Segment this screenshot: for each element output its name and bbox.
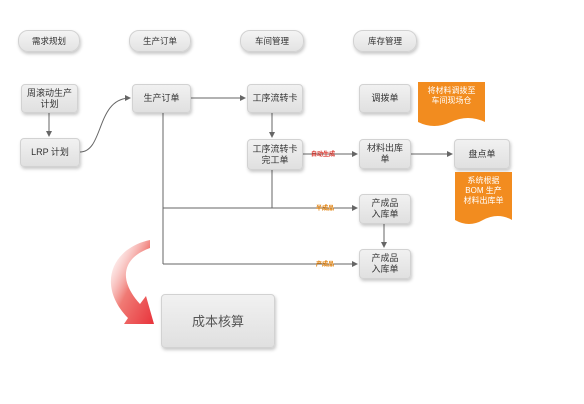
header-production-order: 生产订单 — [129, 30, 191, 52]
node-semi-product-in: 产成品 入库单 — [359, 194, 411, 224]
node-production-order: 生产订单 — [132, 84, 191, 113]
swoosh-arrow — [110, 240, 154, 324]
node-work-card-done: 工序流转卡 完工单 — [247, 139, 303, 170]
node-product-in: 产成品 入库单 — [359, 249, 411, 279]
header-inventory-management: 库存管理 — [353, 30, 417, 52]
node-costing: 成本核算 — [161, 294, 275, 348]
label-semi-product: 半成品 — [316, 206, 335, 212]
arrow-lrp-to-order — [79, 95, 131, 153]
header-workshop-management: 车间管理 — [240, 30, 304, 52]
node-work-card: 工序流转卡 — [247, 84, 303, 113]
node-material-out: 材料出库单 — [359, 139, 411, 169]
node-inventory-count: 盘点单 — [454, 139, 510, 169]
note-transfer: 将材料调拨至 车间现场仓 — [418, 82, 485, 128]
node-transfer-order: 调拨单 — [359, 84, 411, 113]
label-finished-product: 产成品 — [316, 262, 335, 268]
node-rolling-plan: 周滚动生产 计划 — [21, 84, 78, 113]
note-transfer-text: 将材料调拨至 车间现场仓 — [427, 86, 476, 105]
node-lrp-plan: LRP 计划 — [20, 138, 80, 167]
note-bom-text: 系统根据 BOM 生产 材料出库单 — [463, 176, 504, 205]
label-auto-generate: 自动生成 — [311, 152, 336, 158]
note-bom: 系统根据 BOM 生产 材料出库单 — [455, 172, 512, 226]
header-demand-planning: 需求规划 — [18, 30, 80, 52]
